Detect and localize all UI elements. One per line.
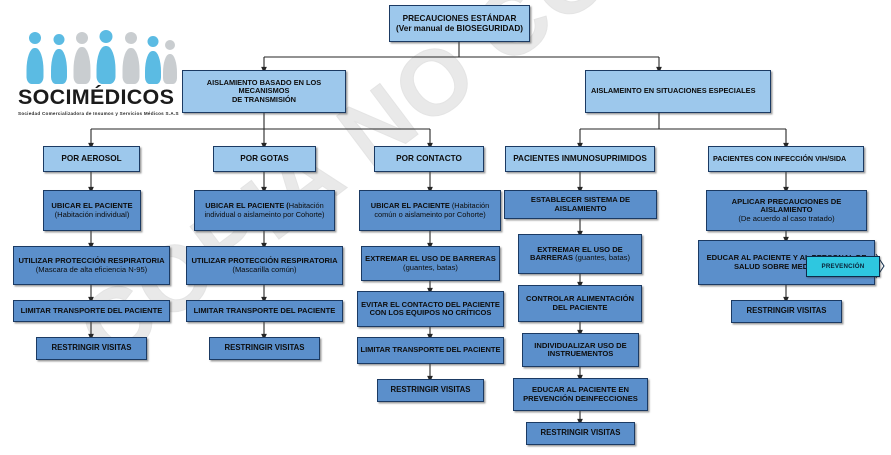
node-c4s4-line1: INDIVIDUALIZAR USO DE (534, 340, 627, 350)
node-c3s5[interactable]: RESTRINGIR VISITAS (377, 379, 484, 402)
socimedicos-logo: SOCIMÉDICOS Sociedad Comercializadora de… (18, 30, 179, 120)
node-col1-head[interactable]: POR AEROSOL (43, 146, 140, 172)
node-col4-head[interactable]: PACIENTES INMUNOSUPRIMIDOS (505, 146, 655, 172)
node-col5-head-label: PACIENTES CON INFECCIÓN VIH/SIDA (713, 153, 847, 163)
node-col1-head-label: POR AEROSOL (61, 154, 122, 164)
node-c3s3-line1: EVITAR EL CONTACTO DEL PACIENTE (361, 299, 500, 309)
node-c4s2-line2b: (guantes, batas) (575, 253, 631, 262)
node-c2s1-line1a: UBICAR EL PACIENTE ( (205, 201, 289, 211)
logo-tagline: Sociedad Comercializadora de Insumos y S… (18, 110, 179, 116)
people-icon (24, 30, 177, 84)
node-c1s1-line2: (Habitación individual) (54, 209, 130, 219)
node-c4s1-label: ESTABLECER SISTEMA DE AISLAMIENTO (530, 195, 631, 213)
person-icon (143, 36, 163, 84)
person-icon (94, 30, 118, 84)
node-c4s2[interactable]: EXTREMAR EL USO DE BARRERAS (guantes, ba… (518, 234, 642, 274)
node-c4s1[interactable]: ESTABLECER SISTEMA DE AISLAMIENTO (504, 190, 657, 219)
node-c4s5-line1: EDUCAR AL PACIENTE EN (532, 385, 629, 394)
callout-label: PREVENCIÓN (821, 263, 865, 270)
node-c2s4[interactable]: RESTRINGIR VISITAS (209, 337, 320, 360)
logo-title: SOCIMÉDICOS (18, 85, 175, 109)
person-icon (24, 32, 45, 84)
node-c4s5-line2: PREVENCIÓN DEINFECCIONES (523, 393, 638, 403)
node-c2s2[interactable]: UTILIZAR PROTECCIÓN RESPIRATORIA (Mascar… (186, 246, 343, 285)
node-c3s4[interactable]: LIMITAR TRANSPORTE DEL PACIENTE (357, 337, 504, 364)
node-c1s3[interactable]: LIMITAR TRANSPORTE DEL PACIENTE (13, 300, 170, 322)
node-c4s3[interactable]: CONTROLAR ALIMENTACIÓN DEL PACIENTE (518, 285, 642, 322)
node-c1s2[interactable]: UTILIZAR PROTECCIÓN RESPIRATORIA (Mascar… (13, 246, 170, 285)
node-c3s1-line1: UBICAR EL PACIENTE (Habitación (371, 202, 489, 210)
node-c4s4[interactable]: INDIVIDUALIZAR USO DE INSTRUEMENTOS (522, 333, 639, 367)
node-c2s2-line1: UTILIZAR PROTECCIÓN RESPIRATORIA (191, 256, 338, 265)
node-root-line2: (Ver manual de BIOSEGURIDAD) (396, 23, 523, 33)
node-c5s2-line1: EDUCAR AL PACIENTE Y AL PERSONAL DE (706, 253, 867, 262)
node-c4s2-line2: BARRERAS (guantes, batas) (529, 253, 631, 263)
node-col4-head-label: PACIENTES INMUNOSUPRIMIDOS (513, 154, 647, 164)
node-c2s1-line2: individual o aislameinto por Cohorte) (204, 209, 325, 219)
node-c1s4[interactable]: RESTRINGIR VISITAS (36, 337, 147, 360)
node-root-line1: PRECAUCIONES ESTÁNDAR (402, 14, 517, 24)
node-c4s2-line1: EXTREMAR EL USO DE (537, 244, 623, 254)
node-c1s2-line2: (Mascara de alta eficiencia N-95) (35, 264, 148, 274)
node-c5s1-line1: APLICAR PRECAUCIONES DE AISLAMIENTO (731, 196, 842, 215)
node-col5-head[interactable]: PACIENTES CON INFECCIÓN VIH/SIDA (708, 146, 864, 172)
node-c5s2-line2: SALUD SOBRE MEDIDAS DE (733, 261, 840, 271)
node-c4s6-label: RESTRINGIR VISITAS (540, 428, 621, 438)
node-c3s2-line1: EXTREMAR EL USO DE BARRERAS (365, 254, 496, 263)
node-c5s1[interactable]: APLICAR PRECAUCIONES DE AISLAMIENTO (De … (706, 190, 867, 231)
node-c1s1[interactable]: UBICAR EL PACIENTE (Habitación individua… (43, 190, 141, 231)
node-c2s3-label: LIMITAR TRANSPORTE DEL PACIENTE (193, 305, 336, 315)
node-branch-right-line1: AISLAMEINTO EN SITUACIONES ESPECIALES (591, 86, 756, 96)
node-c3s2-line2: (guantes, batas) (403, 262, 458, 272)
node-c1s4-label: RESTRINGIR VISITAS (51, 343, 132, 353)
node-c2s1-line1: UBICAR EL PACIENTE (Habitación (205, 202, 325, 210)
node-root[interactable]: PRECAUCIONES ESTÁNDAR (Ver manual de BIO… (389, 5, 530, 42)
node-c4s3-line2: DEL PACIENTE (552, 302, 608, 312)
node-c1s3-label: LIMITAR TRANSPORTE DEL PACIENTE (20, 305, 163, 315)
node-c5s1-line2: (De acuerdo al caso tratado) (738, 213, 835, 223)
node-c4s2-line2a: BARRERAS (529, 253, 576, 262)
node-c3s1-line1a: UBICAR EL PACIENTE (370, 201, 452, 211)
node-c2s1[interactable]: UBICAR EL PACIENTE (Habitación individua… (194, 190, 335, 231)
node-c5s3-label: RESTRINGIR VISITAS (746, 306, 827, 316)
person-icon (48, 34, 69, 84)
callout-prevencion[interactable]: PREVENCIÓN (806, 256, 880, 277)
node-c2s2-line2: (Mascarilla común) (232, 264, 297, 274)
node-c3s3-line2: CON LOS EQUIPOS NO CRÍTICOS (369, 308, 492, 317)
node-col3-head[interactable]: POR CONTACTO (374, 146, 484, 172)
node-c5s3[interactable]: RESTRINGIR VISITAS (731, 300, 842, 323)
node-c4s3-line1: CONTROLAR ALIMENTACIÓN (526, 294, 634, 303)
node-c2s3[interactable]: LIMITAR TRANSPORTE DEL PACIENTE (186, 300, 343, 322)
node-col2-head-label: POR GOTAS (240, 154, 289, 164)
node-c1s1-line1: UBICAR EL PACIENTE (51, 201, 133, 210)
node-c3s5-label: RESTRINGIR VISITAS (390, 385, 471, 395)
person-icon (120, 32, 141, 84)
node-c3s1-line2: común o aislameinto por Cohorte) (374, 209, 486, 219)
person-icon (161, 40, 178, 84)
node-branch-left[interactable]: AISLAMIENTO BASADO EN LOS MECANISMOS DE … (182, 70, 346, 113)
node-col2-head[interactable]: POR GOTAS (213, 146, 316, 172)
node-c3s4-label: LIMITAR TRANSPORTE DEL PACIENTE (360, 345, 501, 355)
node-c3s2[interactable]: EXTREMAR EL USO DE BARRERAS (guantes, ba… (361, 246, 500, 281)
node-c4s5[interactable]: EDUCAR AL PACIENTE EN PREVENCIÓN DEINFEC… (513, 378, 648, 411)
node-c3s1[interactable]: UBICAR EL PACIENTE (Habitación común o a… (359, 190, 501, 231)
node-branch-left-line1: AISLAMIENTO BASADO EN LOS MECANISMOS (206, 78, 322, 96)
node-branch-left-line2: DE TRANSMISIÓN (231, 94, 297, 104)
node-c2s1-line1b: Habitación (288, 201, 324, 211)
node-col3-head-label: POR CONTACTO (396, 154, 462, 164)
node-branch-right[interactable]: AISLAMEINTO EN SITUACIONES ESPECIALES (585, 70, 771, 113)
node-c2s4-label: RESTRINGIR VISITAS (224, 343, 305, 353)
node-c4s6[interactable]: RESTRINGIR VISITAS (526, 422, 635, 445)
node-c4s4-line2: INSTRUEMENTOS (547, 349, 614, 358)
node-c1s2-line1: UTILIZAR PROTECCIÓN RESPIRATORIA (18, 256, 165, 265)
node-c3s3[interactable]: EVITAR EL CONTACTO DEL PACIENTE CON LOS … (357, 291, 504, 327)
person-icon (71, 32, 93, 84)
node-c3s1-line1b: (Habitación (451, 201, 490, 211)
